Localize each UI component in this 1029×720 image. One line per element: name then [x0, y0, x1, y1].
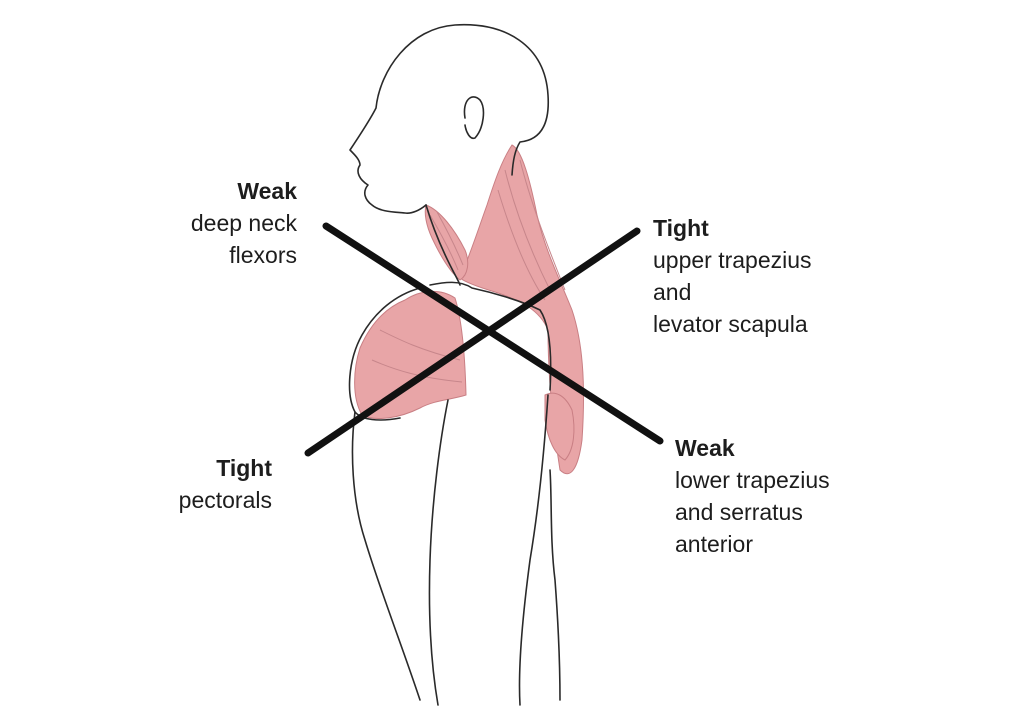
tight-cross-line	[304, 227, 641, 457]
tight-pectorals-line-1: pectorals	[178, 487, 272, 513]
tight-trapezius-line-3: levator scapula	[653, 311, 808, 337]
weak-lower-heading: Weak	[675, 435, 735, 461]
neck-front-outline	[425, 204, 461, 286]
chest-outline	[348, 287, 421, 421]
shoulder-outline	[429, 281, 552, 391]
weak-lower-trapezius-label: Weak lower trapezius and serratus anteri…	[675, 432, 830, 560]
head-outline	[349, 23, 550, 214]
tight-trapezius-heading: Tight	[653, 215, 709, 241]
tight-trapezius-line-2: and	[653, 279, 692, 305]
tight-trapezius-label: Tight upper trapezius and levator scapul…	[653, 212, 812, 340]
back-torso-outline	[549, 469, 561, 701]
weak-lower-line-3: anterior	[675, 531, 753, 557]
arm-outline	[428, 399, 449, 706]
arm-back-outline	[518, 394, 549, 706]
pectorals-muscle	[354, 291, 467, 419]
weak-lower-line-1: lower trapezius	[675, 467, 830, 493]
neck-muscles	[424, 204, 469, 281]
weak-neck-line-2: flexors	[229, 242, 297, 268]
weak-neck-label: Weak deep neck flexors	[191, 175, 297, 271]
tight-pectorals-label: Tight pectorals	[179, 452, 272, 516]
tight-pectorals-heading: Tight	[216, 455, 272, 481]
weak-neck-heading: Weak	[237, 178, 297, 204]
front-torso-outline	[351, 411, 421, 701]
serratus-muscle	[544, 392, 575, 461]
ear-outline	[463, 96, 485, 140]
weak-neck-line-1: deep neck	[190, 210, 297, 236]
weak-lower-line-2: and serratus	[675, 499, 803, 525]
tight-trapezius-line-1: upper trapezius	[653, 247, 812, 273]
weak-cross-line	[322, 222, 664, 445]
